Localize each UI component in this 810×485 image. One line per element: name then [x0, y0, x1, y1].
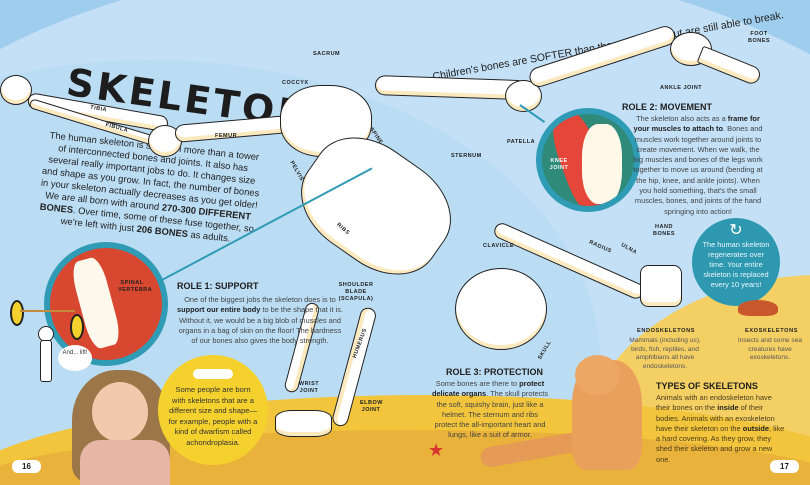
knee-joint-circle: KNEE JOINT — [536, 108, 640, 212]
label-shoulder-blade: SHOULDER BLADE (SCAPULA) — [338, 282, 374, 302]
role-2-text-part: . Bones and muscles work together around… — [633, 124, 763, 216]
refresh-cycle-icon: ↻ — [729, 222, 743, 239]
starfish-icon: ★ — [428, 440, 445, 460]
role-3-text-part: . The skull protects the soft, squishy b… — [434, 389, 549, 440]
endoskeletons-heading: ENDOSKELETONS — [637, 328, 696, 334]
label-spinal-vertebra: SPINAL VERTEBRA — [118, 280, 153, 293]
types-of-skeletons-text: Animals with an endoskeleton have their … — [656, 393, 786, 465]
types-text-part: , like a hard covering. As they grow, th… — [656, 423, 785, 464]
label-hand-bones: HAND BONES — [653, 224, 676, 237]
label-coccyx: COCCYX — [282, 80, 309, 86]
role-1-text-part: to be the shape that it is. Without it, … — [178, 305, 343, 346]
role-2-title: ROLE 2: MOVEMENT — [622, 102, 713, 112]
role-2-text: The skeleton also acts as a frame for yo… — [632, 114, 764, 217]
achondroplasia-text: Some people are born with skeletons that… — [168, 385, 258, 447]
exoskeletons-heading: EXOSKELETONS — [745, 328, 799, 334]
weight-plate-left — [10, 300, 24, 326]
label-clavicle: CLAVICLE — [483, 243, 515, 249]
achondroplasia-bubble: Some people are born with skeletons that… — [158, 355, 268, 465]
types-text-part: of their bodies. Animals with an exoskel… — [656, 403, 775, 433]
regeneration-bubble: ↻ The human skeleton regenerates over ti… — [692, 218, 780, 306]
role-1-title: ROLE 1: SUPPORT — [177, 281, 259, 291]
weightlifting-skeleton-illustration — [10, 300, 84, 390]
knee-bone — [582, 124, 622, 204]
role-1-text: One of the biggest jobs the skeleton doe… — [175, 295, 345, 346]
page-number-left: 16 — [12, 460, 41, 473]
bone-icon — [193, 369, 233, 379]
girl-photo-body — [80, 440, 170, 485]
crab-illustration — [738, 300, 778, 316]
hand-bones-left — [275, 410, 332, 437]
role-1-text-part: One of the biggest jobs the skeleton doe… — [184, 295, 336, 304]
label-sacrum: SACRUM — [313, 51, 341, 57]
types-text-part: Animals with an endoskeleton have their … — [656, 393, 772, 413]
kitten-head — [575, 355, 620, 395]
role-3-text-part: Some bones are there to — [435, 379, 520, 388]
endoskeletons-text: Mammals (including us), birds, fish, rep… — [629, 337, 701, 370]
role-3-title: ROLE 3: PROTECTION — [446, 367, 544, 377]
label-foot-bones: FOOT BONES — [748, 31, 771, 44]
regeneration-text: The human skeleton regenerates over time… — [702, 240, 770, 289]
label-knee-joint: KNEE JOINT — [549, 158, 569, 171]
role-2-highlight: frame for your muscles to attach to — [633, 114, 760, 134]
label-elbow-joint: ELBOW JOINT — [360, 400, 383, 413]
role-3-text: Some bones are there to protect delicate… — [430, 379, 550, 441]
types-highlight-inside: inside — [717, 403, 739, 413]
label-wrist-joint: WRIST JOINT — [298, 381, 320, 394]
role-1-highlight: support our entire body — [177, 305, 261, 315]
barbell — [20, 310, 75, 312]
girl-photo-face — [92, 382, 148, 442]
label-femur: FEMUR — [215, 133, 238, 139]
spinal-vertebra-circle: SPINAL VERTEBRA — [44, 242, 168, 366]
weight-plate-right — [70, 314, 84, 340]
page-number-right: 17 — [770, 460, 799, 473]
role-2-text-part: The skeleton also acts as a — [636, 114, 728, 123]
label-ankle-joint: ANKLE JOINT — [660, 85, 703, 91]
speech-bubble: And... lift! — [58, 345, 92, 371]
foot-bone-left — [0, 75, 32, 105]
label-sternum: STERNUM — [451, 153, 482, 159]
skull — [455, 268, 547, 350]
hand-bones-right — [640, 265, 682, 307]
label-patella: PATELLA — [507, 139, 536, 145]
mini-body — [40, 340, 52, 382]
types-highlight-outside: outside — [742, 423, 769, 433]
types-of-skeletons-title: TYPES OF SKELETONS — [656, 381, 758, 391]
role-3-highlight: protect delicate organs — [431, 379, 545, 399]
exoskeletons-text: Insects and some sea creatures have exos… — [737, 337, 803, 362]
